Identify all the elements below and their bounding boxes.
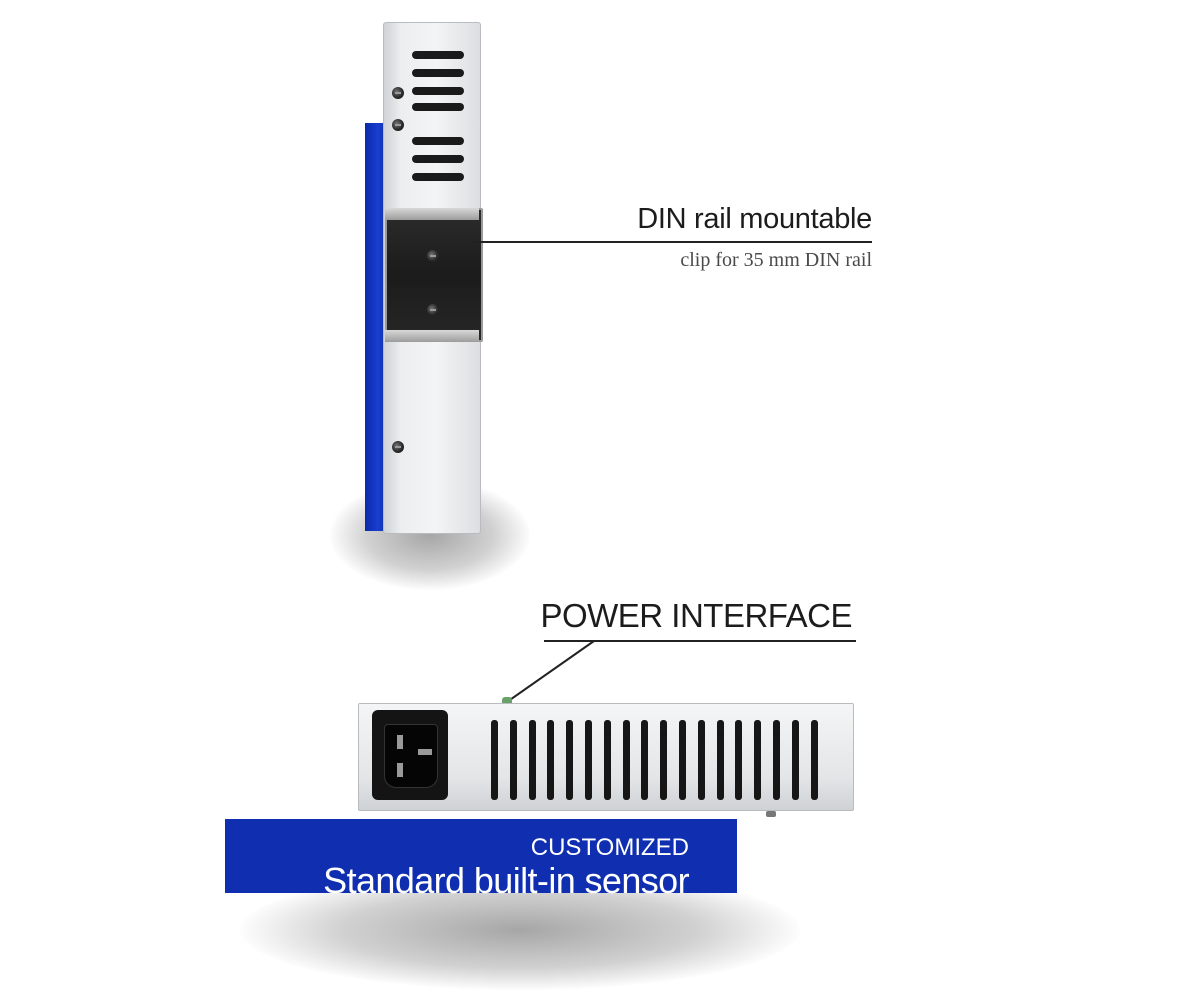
din-rail-edge xyxy=(385,208,479,220)
screw-icon xyxy=(427,250,439,262)
vent-slot xyxy=(412,137,464,145)
din-rail-clip xyxy=(385,208,483,342)
vent-slot xyxy=(412,155,464,163)
vent-slot xyxy=(509,720,517,800)
vent-slot xyxy=(412,69,464,77)
socket-pin xyxy=(418,749,432,755)
vent-slot xyxy=(585,720,592,800)
din-callout-subtitle: clip for 35 mm DIN rail xyxy=(680,249,872,271)
vent-slot xyxy=(791,720,799,800)
din-callout-line xyxy=(470,241,872,243)
vent-slot xyxy=(697,720,705,800)
socket-pin xyxy=(397,735,403,749)
power-callout-line xyxy=(544,640,856,642)
device-blue-front-panel xyxy=(365,123,387,531)
banner-subtitle: CUSTOMIZED xyxy=(530,834,689,861)
device-front-view xyxy=(358,703,856,813)
vent-slot xyxy=(412,103,464,111)
din-callout-title: DIN rail mountable xyxy=(637,203,872,235)
power-callout-title: POWER INTERFACE xyxy=(540,597,852,634)
device-foot xyxy=(766,811,776,817)
screw-icon xyxy=(392,87,404,99)
din-rail-edge xyxy=(385,330,479,342)
vent-slot xyxy=(412,173,464,181)
screw-icon xyxy=(392,119,404,131)
power-socket-icon xyxy=(372,710,448,800)
banner-background xyxy=(225,819,737,893)
power-socket-cavity xyxy=(384,724,438,788)
screw-icon xyxy=(427,304,439,316)
vent-slot xyxy=(735,720,743,800)
vent-slot xyxy=(754,720,762,800)
vent-slot xyxy=(660,720,668,800)
vent-slot xyxy=(679,720,686,800)
vent-slot xyxy=(412,87,464,95)
vent-slot xyxy=(491,720,498,800)
front-vent-grille xyxy=(491,714,831,806)
vent-slot xyxy=(566,720,574,800)
vent-slot xyxy=(773,720,780,800)
device-front-housing xyxy=(358,703,854,811)
indicator-led xyxy=(502,697,512,706)
vent-slot xyxy=(622,720,630,800)
vent-slot xyxy=(641,720,649,800)
vent-slot xyxy=(810,720,818,800)
banner-title: Standard built-in sensor xyxy=(323,860,689,901)
vent-slot xyxy=(547,720,555,800)
vent-slot xyxy=(716,720,724,800)
vent-slot xyxy=(603,720,611,800)
screw-icon xyxy=(392,441,404,453)
device-side-view xyxy=(362,18,484,538)
vent-slot xyxy=(412,51,464,59)
socket-pin xyxy=(397,763,403,777)
vent-slot xyxy=(528,720,536,800)
